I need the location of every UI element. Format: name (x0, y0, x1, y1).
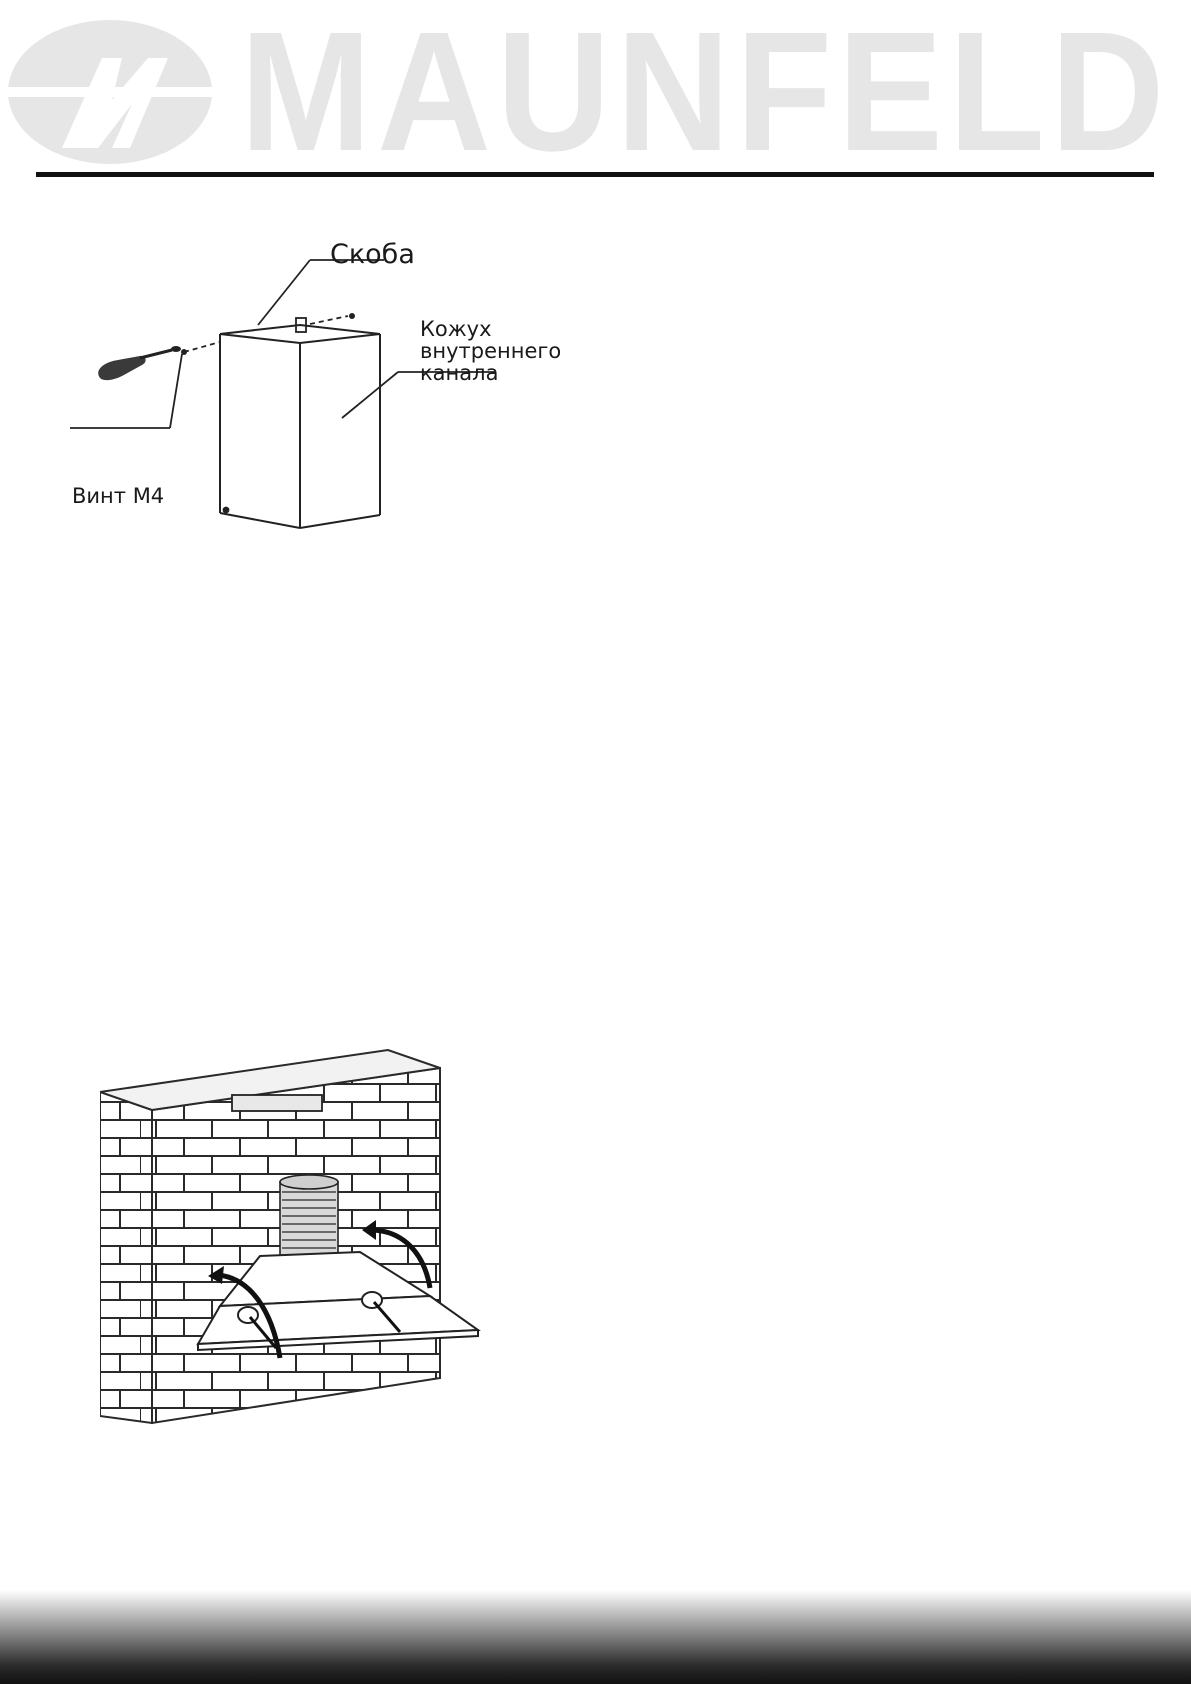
brand-header: MAUNFELD (0, 0, 1191, 180)
inner-casing-label-line-2: внутреннего (420, 340, 561, 362)
screw-label: Винт М4 (72, 484, 164, 508)
hood-mounting-illustration (100, 1030, 520, 1430)
header-rule (36, 172, 1154, 177)
brand-wordmark: MAUNFELD (240, 0, 1170, 180)
screwdriver-icon (98, 346, 181, 380)
mounting-bracket (232, 1095, 322, 1111)
inner-casing-label: Кожух внутреннего канала (420, 318, 561, 384)
inner-casing-label-line-1: Кожух (420, 318, 561, 340)
footer-band (0, 1590, 1191, 1684)
chimney-casing-illustration (60, 230, 580, 580)
brand-emblem-icon (6, 20, 214, 164)
bracket-label: Скоба (330, 239, 415, 270)
inner-casing-label-line-3: канала (420, 362, 561, 384)
maunfeld-logo: MAUNFELD (0, 0, 1191, 180)
